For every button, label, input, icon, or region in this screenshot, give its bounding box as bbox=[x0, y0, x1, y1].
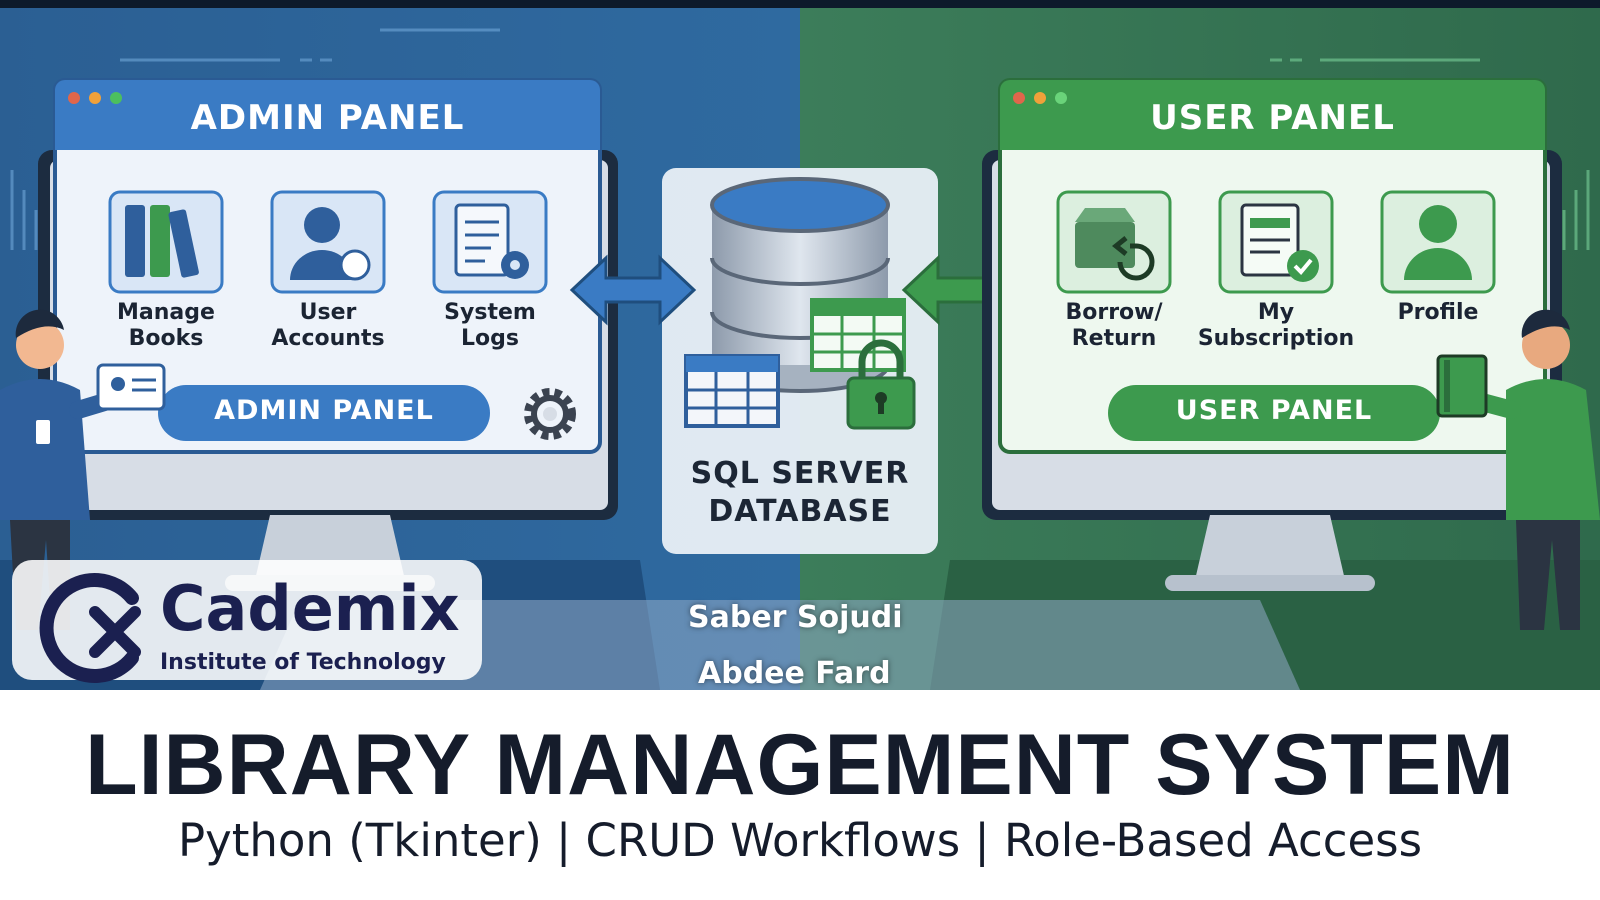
circuit-decoration-left bbox=[10, 28, 500, 250]
system-logs-label-line-2: Logs bbox=[461, 326, 519, 351]
author-name-1: Saber Sojudi bbox=[688, 600, 903, 635]
admin-panel-button[interactable]: ADMIN PANEL bbox=[214, 395, 434, 426]
subscription-icon[interactable] bbox=[1218, 190, 1334, 294]
profile-label-line-1: Profile bbox=[1397, 300, 1479, 325]
lock-icon bbox=[846, 339, 916, 430]
page-title: LIBRARY MANAGEMENT SYSTEM bbox=[85, 717, 1515, 813]
title-banner bbox=[0, 690, 1600, 900]
system-logs-label-line-1: System bbox=[444, 300, 536, 325]
manage-books-label: Manage Books bbox=[101, 300, 231, 352]
page-subtitle: Python (Tkinter) | CRUD Workflows | Role… bbox=[177, 814, 1423, 867]
window-dot-orange bbox=[89, 92, 101, 104]
database-label-line-1: SQL SERVER bbox=[690, 456, 910, 491]
window-dot-red bbox=[1013, 92, 1025, 104]
author-name-2: Abdee Fard bbox=[698, 656, 891, 691]
borrow-return-icon[interactable] bbox=[1056, 190, 1172, 294]
user-panel-button[interactable]: USER PANEL bbox=[1175, 395, 1373, 426]
brand-name: Cademix bbox=[160, 572, 460, 645]
cademix-logo-icon bbox=[12, 560, 482, 683]
admin-panel-title: ADMIN PANEL bbox=[190, 98, 465, 138]
table-grid-icon bbox=[684, 354, 780, 428]
user-person-illustration bbox=[1436, 309, 1600, 630]
system-logs-icon[interactable] bbox=[432, 190, 548, 294]
brand-tagline: Institute of Technology bbox=[160, 650, 446, 675]
circuit-decoration-right bbox=[1270, 58, 1590, 250]
user-panel-button-bg[interactable] bbox=[1108, 385, 1440, 441]
profile-icon[interactable] bbox=[1380, 190, 1496, 294]
gear-icon[interactable] bbox=[524, 388, 576, 440]
my-subscription-label-line-1: My bbox=[1257, 300, 1295, 325]
manage-books-label-line-2: Books bbox=[128, 326, 204, 351]
user-accounts-label-line-2: Accounts bbox=[271, 326, 385, 351]
user-accounts-label: User Accounts bbox=[263, 300, 393, 352]
window-dot-orange bbox=[1034, 92, 1046, 104]
double-arrow-admin-database bbox=[569, 254, 697, 326]
floor-center bbox=[260, 600, 1300, 690]
system-logs-label: System Logs bbox=[425, 300, 555, 352]
borrow-return-label: Borrow/ Return bbox=[1049, 300, 1179, 352]
borrow-return-label-line-2: Return bbox=[1071, 326, 1157, 351]
my-subscription-label: My Subscription bbox=[1196, 300, 1356, 352]
top-edge bbox=[0, 0, 1600, 8]
user-panel-title: USER PANEL bbox=[1150, 98, 1395, 138]
manage-books-label-line-1: Manage bbox=[117, 300, 215, 325]
spreadsheet-icon bbox=[810, 298, 906, 372]
books-icon[interactable] bbox=[108, 190, 224, 294]
database-label: SQL SERVER DATABASE bbox=[662, 455, 938, 531]
database-label-line-2: DATABASE bbox=[708, 494, 892, 529]
borrow-return-label-line-1: Borrow/ bbox=[1065, 300, 1163, 325]
user-account-icon[interactable] bbox=[270, 190, 386, 294]
user-accounts-label-line-1: User bbox=[299, 300, 357, 325]
profile-label: Profile bbox=[1373, 300, 1503, 326]
window-dot-green bbox=[1055, 92, 1067, 104]
admin-panel-button-bg[interactable] bbox=[158, 385, 490, 441]
my-subscription-label-line-2: Subscription bbox=[1197, 326, 1355, 351]
window-dot-red bbox=[68, 92, 80, 104]
window-dot-green bbox=[110, 92, 122, 104]
